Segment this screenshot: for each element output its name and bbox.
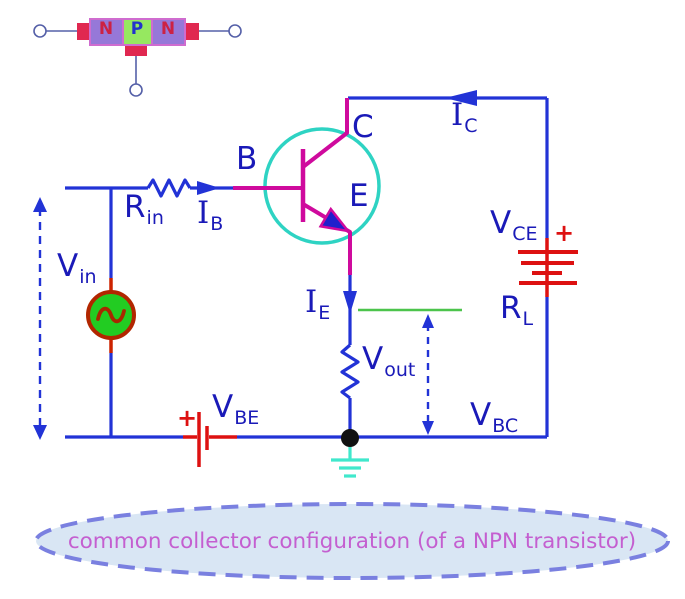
base-label: B [236, 141, 258, 177]
vout-label-main: V [362, 341, 384, 377]
rl-label-main: R [500, 290, 522, 326]
vin-label: Vin [57, 248, 97, 287]
npn-left-terminal-icon [33, 24, 47, 38]
vout-span-arrow [422, 314, 434, 435]
vout-span-arrow-up-icon [422, 314, 434, 328]
vout-label: Vout [362, 341, 415, 380]
vbe-label: VBE [212, 389, 259, 428]
vout-span-arrow-down-icon [422, 421, 434, 435]
vbc-label-sub: BC [492, 415, 519, 437]
vin-span-arrow-up-icon [33, 197, 47, 212]
rin-resistor [146, 178, 192, 198]
ib-label: IB [197, 195, 223, 234]
rl-emitter-resistor [340, 343, 360, 400]
emitter-label: E [349, 178, 369, 214]
vin-span-arrow-down-icon [33, 425, 47, 440]
npn-structure-diagram [33, 18, 242, 97]
output-node [341, 429, 359, 447]
vbe-label-sub: BE [234, 407, 260, 429]
npn-bottom-contact-pad [125, 44, 147, 56]
vce-battery-icon [518, 238, 578, 297]
npn-left-contact-pad [77, 23, 92, 40]
collector-label: C [352, 109, 374, 145]
npn-right-contact-pad [184, 23, 199, 40]
npn-region-label-n-left: N [98, 19, 114, 39]
transistor-symbol [233, 98, 381, 275]
rin-label-sub: in [146, 207, 164, 229]
vce-label-main: V [490, 205, 512, 241]
ac-source-icon [86, 278, 136, 353]
ie-label: IE [305, 284, 330, 323]
rl-label-sub: L [522, 308, 534, 330]
rl-label: RL [500, 290, 533, 329]
vbe-battery-icon [183, 412, 237, 467]
rin-label: Rin [124, 189, 164, 228]
ib-arrow-icon [197, 181, 220, 195]
vce-plus-sign: + [554, 219, 575, 247]
ib-label-main: I [197, 195, 210, 231]
sine-wave-icon [96, 306, 126, 324]
ib-label-sub: B [210, 213, 224, 235]
vbe-label-main: V [212, 389, 234, 425]
vce-label: VCE [490, 205, 538, 244]
ic-label-sub: C [464, 115, 478, 137]
caption-ellipse [34, 502, 670, 580]
vout-label-sub: out [384, 359, 416, 381]
ic-arrow-icon [445, 90, 477, 106]
vce-label-sub: CE [512, 223, 538, 245]
vbc-label: VBC [470, 397, 518, 436]
collector-lead [301, 98, 349, 169]
ic-label-main: I [451, 97, 464, 133]
ground-icon [331, 447, 369, 478]
vbe-plus-sign: + [177, 404, 198, 432]
npn-region-label-n-right: N [160, 19, 176, 39]
ic-label: IC [451, 97, 478, 136]
rin-label-main: R [124, 189, 146, 225]
vin-span-arrow [33, 197, 47, 440]
vin-label-main: V [57, 248, 79, 284]
npn-n-region-right [151, 18, 186, 46]
emitter-arrow-icon [318, 206, 351, 233]
ie-label-main: I [305, 284, 318, 320]
npn-region-label-p: P [130, 19, 144, 39]
npn-base-terminal-icon [129, 83, 143, 97]
ie-label-sub: E [318, 302, 331, 324]
vbc-label-main: V [470, 397, 492, 433]
caption-text: common collector configuration (of a NPN… [67, 529, 637, 554]
npn-right-terminal-icon [228, 24, 242, 38]
ie-arrow-icon [343, 291, 357, 314]
vin-label-sub: in [79, 266, 97, 288]
circuit-wires [65, 96, 549, 439]
